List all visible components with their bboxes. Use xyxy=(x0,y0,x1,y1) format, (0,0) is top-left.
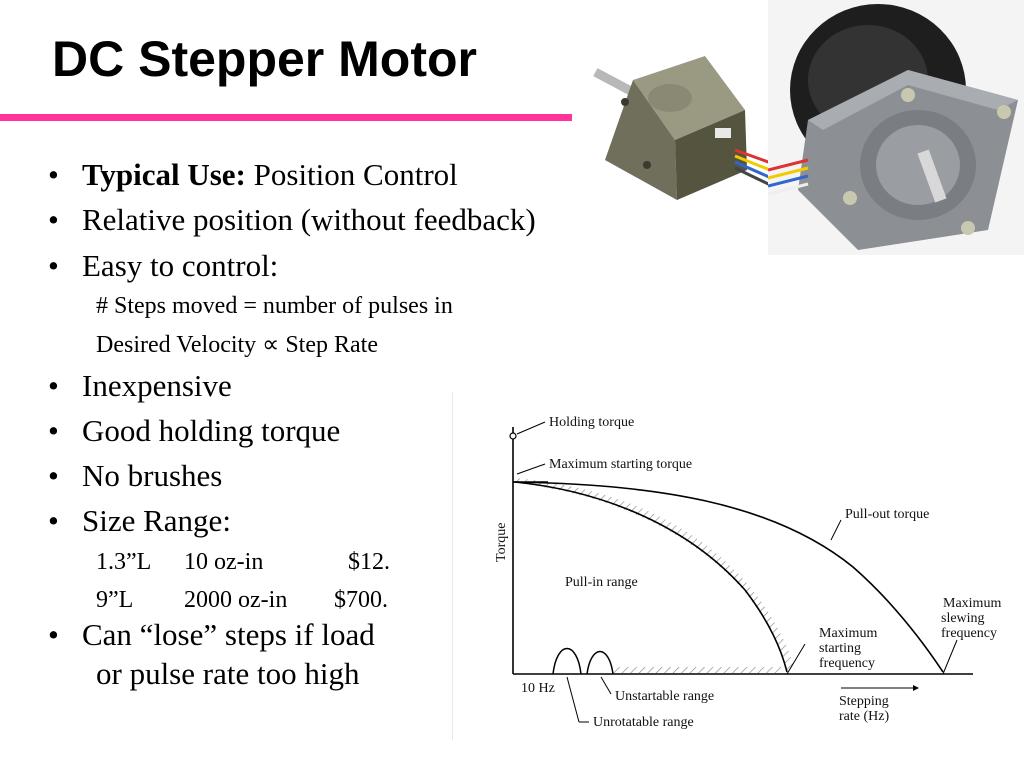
pull-in-curve xyxy=(514,481,788,673)
price-value: $700. xyxy=(334,587,388,613)
bullet-text: Size Range: xyxy=(82,503,231,538)
label-stepping-rate-2: rate (Hz) xyxy=(839,709,889,724)
bullet-text: No brushes xyxy=(82,458,223,493)
label-pull-out-torque: Pull-out torque xyxy=(845,507,929,522)
label-stepping-rate-1: Stepping xyxy=(839,694,889,709)
sub-desired-velocity: Desired Velocity ∝ Step Rate xyxy=(96,332,378,358)
bullet-dot: • xyxy=(48,157,59,192)
sub-steps-moved: # Steps moved = number of pulses in xyxy=(96,293,453,319)
bullet-text: Good holding torque xyxy=(82,413,341,448)
bullet-holding-torque: • Good holding torque xyxy=(48,414,340,448)
label-pull-in-range: Pull-in range xyxy=(565,575,638,590)
bullet-dot: • xyxy=(48,617,59,652)
unstartable-bump xyxy=(586,651,614,675)
title-underline xyxy=(0,114,572,121)
bullet-easy-control: • Easy to control: xyxy=(48,249,278,283)
small-stepper-motor-photo xyxy=(585,40,785,210)
size-row: 9”L 2000 oz-in $700. xyxy=(96,586,388,614)
label-y-axis-torque: Torque xyxy=(494,523,509,562)
label-unstartable-range: Unstartable range xyxy=(615,689,714,704)
large-stepper-motor-photo xyxy=(768,0,1024,255)
bullet-text: Can “lose” steps if load xyxy=(82,617,375,652)
bullet-typical-use: • Typical Use: Position Control xyxy=(48,158,458,192)
label-max-start-freq-1: Maximum xyxy=(819,626,877,641)
label-max-starting-torque: Maximum starting torque xyxy=(549,457,692,472)
bullet-dot: • xyxy=(48,503,59,538)
bullet-text: Position Control xyxy=(245,157,458,192)
torque-value: 10 oz-in xyxy=(184,549,264,575)
bullet-bold-label: Typical Use: xyxy=(82,157,246,192)
unrotatable-bump xyxy=(552,647,582,675)
label-holding-torque: Holding torque xyxy=(549,415,634,430)
size-value: 9”L xyxy=(96,587,134,613)
label-10hz: 10 Hz xyxy=(521,681,555,696)
label-unrotatable-range: Unrotatable range xyxy=(593,715,694,730)
label-max-slewing-3: frequency xyxy=(941,626,997,641)
bullet-text: Relative position (without feedback) xyxy=(82,202,536,237)
torque-speed-svg: Holding torque Maximum starting torque P… xyxy=(494,415,1001,730)
bullet-dot: • xyxy=(48,458,59,493)
bullet-dot: • xyxy=(48,368,59,403)
holding-torque-marker xyxy=(509,432,517,440)
bullet-dot: • xyxy=(48,248,59,283)
pull-out-curve xyxy=(512,481,944,673)
bullet-lose-steps: • Can “lose” steps if load xyxy=(48,618,375,652)
price-value: $12. xyxy=(348,549,390,575)
bullet-text: Easy to control: xyxy=(82,248,279,283)
torque-speed-diagram: Holding torque Maximum starting torque P… xyxy=(452,392,1021,740)
bullet-text: Inexpensive xyxy=(82,368,232,403)
pull-in-hatching xyxy=(515,478,795,670)
label-max-slewing-2: slewing xyxy=(941,611,985,626)
bullet-lose-steps-line2: or pulse rate too high xyxy=(96,656,360,691)
bullet-dot: • xyxy=(48,202,59,237)
label-max-slewing-1: Maximum xyxy=(943,596,1001,611)
size-value: 1.3”L xyxy=(96,549,152,575)
bullet-no-brushes: • No brushes xyxy=(48,459,222,493)
label-max-start-freq-2: starting xyxy=(819,641,861,656)
size-row: 1.3”L 10 oz-in $12. xyxy=(96,548,390,576)
bullet-dot: • xyxy=(48,413,59,448)
slide-title: DC Stepper Motor xyxy=(52,31,477,87)
bullet-relative-position: • Relative position (without feedback) xyxy=(48,203,536,237)
label-max-start-freq-3: frequency xyxy=(819,656,875,671)
bullet-inexpensive: • Inexpensive xyxy=(48,369,232,403)
torque-value: 2000 oz-in xyxy=(184,587,288,613)
bullet-size-range: • Size Range: xyxy=(48,504,231,538)
